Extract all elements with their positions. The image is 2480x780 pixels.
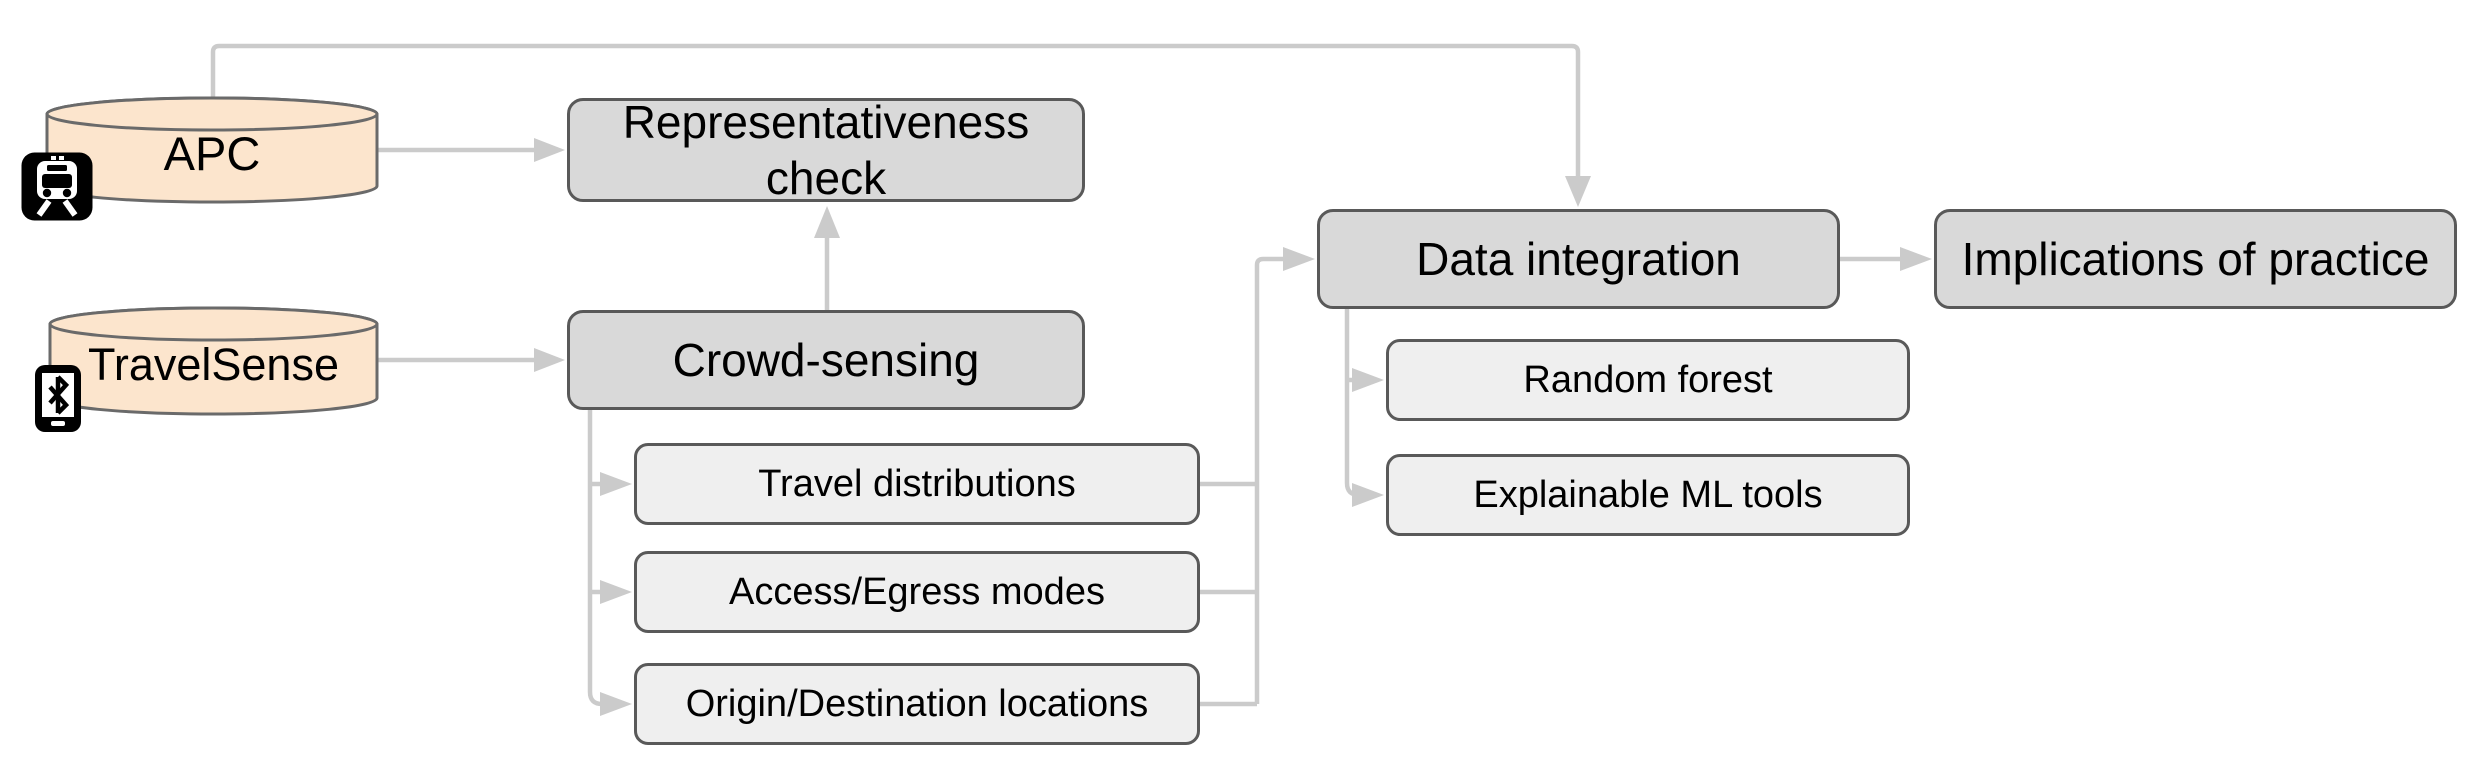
arrowhead-into-implications	[1900, 247, 1932, 271]
apc-label: APC	[163, 126, 261, 180]
arrowhead-into-origin-dest	[600, 692, 632, 716]
node-crowd-sensing: Crowd-sensing	[567, 310, 1085, 410]
node-random-forest: Random forest	[1386, 339, 1910, 421]
arrowhead-into-rep-check	[534, 138, 565, 162]
arrowhead-into-explainable-ml	[1352, 483, 1384, 507]
edge-subboxes-to-data-integration	[1200, 256, 1283, 707]
node-implications-of-practice: Implications of practice	[1934, 209, 2457, 309]
edge-crowd-trunk	[587, 410, 604, 707]
apc-cylinder	[45, 96, 379, 204]
node-representativeness-check: Representativeness check	[567, 96, 1085, 204]
arrowhead-into-travel-dist	[600, 472, 632, 496]
edge-apc-to-data-integration	[210, 43, 1581, 176]
arrowhead-into-random-forest	[1352, 368, 1384, 392]
node-access-egress-modes: Access/Egress modes	[634, 551, 1200, 633]
travelsense-label: TravelSense	[88, 339, 339, 390]
bluetooth-phone-icon	[33, 363, 83, 439]
arrowhead-into-crowd	[534, 348, 565, 372]
edge-data-trunk	[1344, 309, 1360, 498]
node-origin-destination-locations: Origin/Destination locations	[634, 663, 1200, 745]
arrowhead-into-data-top	[1565, 176, 1591, 207]
arrowhead-into-data-left	[1283, 247, 1315, 271]
node-data-integration: Data integration	[1317, 209, 1840, 309]
arrowhead-into-access-egress	[600, 580, 632, 604]
travelsense-cylinder	[48, 306, 379, 416]
node-travel-distributions: Travel distributions	[634, 443, 1200, 525]
arrowhead-crowd-up	[814, 206, 840, 238]
node-explainable-ml-tools: Explainable ML tools	[1386, 454, 1910, 536]
train-icon	[20, 151, 94, 227]
